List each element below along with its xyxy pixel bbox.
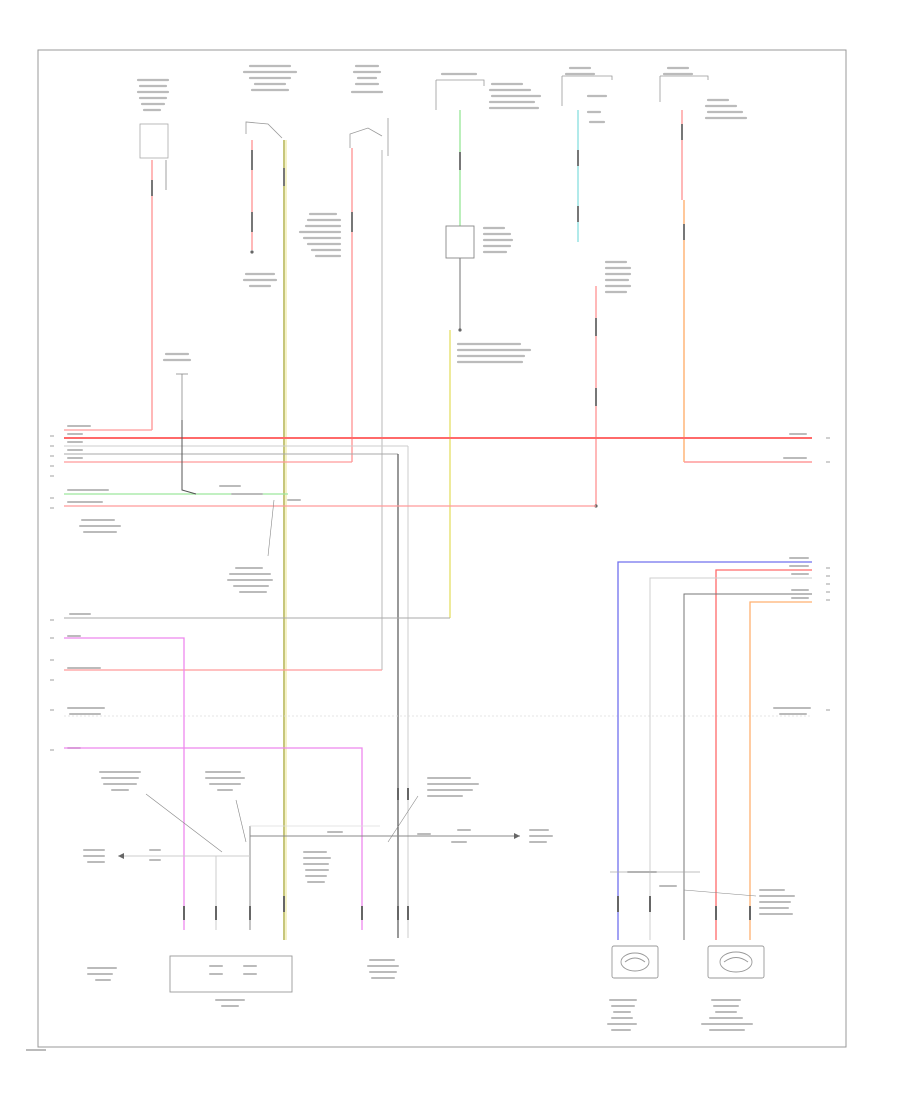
top-switch-brackets bbox=[245, 75, 709, 156]
right-wire-labels bbox=[607, 557, 809, 1031]
mid-component-labels bbox=[162, 212, 632, 364]
module-pin-labels bbox=[209, 965, 257, 975]
connector-arrows bbox=[118, 833, 520, 859]
ground-symbol bbox=[176, 373, 188, 420]
right-connector-ticks bbox=[617, 896, 751, 920]
lower-labels bbox=[83, 771, 553, 1007]
lower-connector-ticks bbox=[183, 788, 409, 920]
connector-ticks bbox=[151, 124, 685, 406]
bus-wire-labels bbox=[67, 425, 811, 749]
lower-left-wires bbox=[64, 637, 520, 930]
ground-branch bbox=[181, 420, 197, 495]
splice-node-1 bbox=[250, 250, 254, 254]
top-component-labels bbox=[136, 64, 748, 124]
left-bus-terminals bbox=[50, 435, 830, 751]
callout-leader-1 bbox=[267, 499, 275, 557]
sensor-box bbox=[445, 225, 475, 259]
upper-vertical-wires bbox=[151, 110, 812, 940]
right-lower-wires bbox=[617, 561, 812, 940]
splice-node-2 bbox=[458, 328, 462, 332]
bus-wires bbox=[64, 429, 812, 938]
module-box bbox=[169, 955, 293, 993]
right-rear-speaker bbox=[707, 945, 765, 979]
component-box-1 bbox=[139, 123, 169, 159]
left-rear-speaker bbox=[611, 945, 659, 979]
right-callout-leader bbox=[683, 889, 757, 897]
diagram-border bbox=[37, 49, 847, 1048]
lower-callouts bbox=[145, 793, 419, 853]
